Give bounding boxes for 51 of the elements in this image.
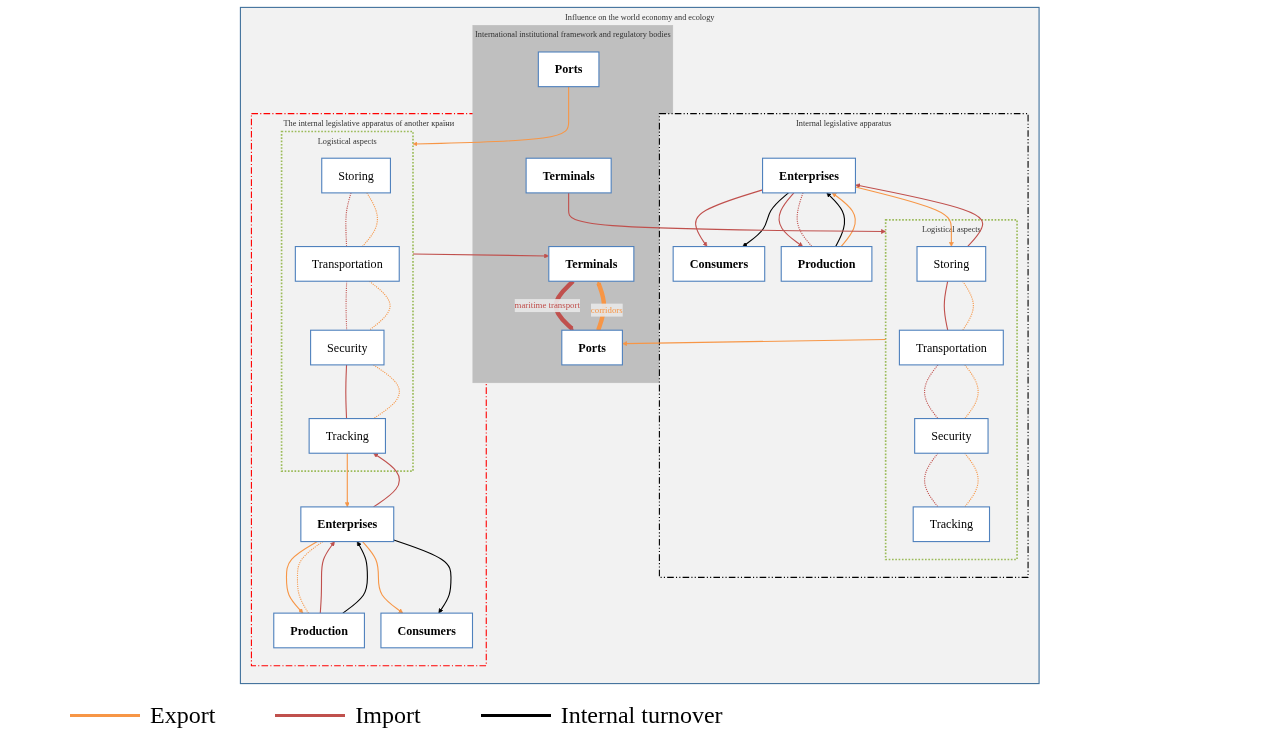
arrow	[855, 182, 983, 247]
node-box: Ports	[561, 329, 623, 365]
node-box: Storing	[320, 157, 391, 193]
edge-label: maritime transport	[514, 300, 580, 310]
arrow	[319, 540, 335, 614]
connector	[796, 191, 813, 247]
node-box: Production	[272, 612, 365, 648]
connector	[296, 540, 324, 614]
connector	[943, 280, 948, 331]
arrow	[553, 279, 575, 330]
node-box: Transportation	[898, 329, 1004, 365]
node-box: Tracking	[308, 417, 386, 454]
node-box: Terminals	[548, 245, 635, 282]
legend-label: Import	[355, 701, 421, 729]
node-box: Security	[309, 329, 385, 365]
node-box: Terminals	[525, 157, 612, 193]
legend-label: Internal turnover	[560, 701, 723, 729]
node-box: Enterprises	[761, 157, 856, 193]
node-box: Ports	[537, 50, 600, 87]
arrow	[344, 452, 350, 507]
node-box: Production	[780, 245, 873, 282]
node-box: Consumers	[672, 245, 765, 282]
arrow	[342, 540, 368, 614]
connector	[345, 191, 352, 247]
arrow	[412, 85, 569, 146]
arrow	[361, 540, 403, 613]
connector	[964, 363, 979, 419]
arrow	[778, 191, 803, 247]
node-box: Storing	[916, 245, 986, 282]
edge-label: corridors	[590, 304, 623, 314]
node-box: Security	[913, 417, 989, 454]
arrow	[412, 252, 549, 258]
connector	[345, 363, 347, 419]
node-box: Consumers	[380, 612, 473, 648]
connector	[361, 191, 378, 247]
node-box: Tracking	[912, 505, 990, 542]
arrow	[742, 191, 789, 247]
arrow	[694, 188, 763, 247]
node-box: Transportation	[294, 245, 400, 282]
connector	[923, 452, 939, 507]
arrow	[826, 192, 845, 247]
connector	[345, 280, 347, 331]
arrow	[567, 191, 886, 234]
connector	[964, 452, 979, 507]
node-box: Enterprises	[300, 505, 395, 542]
arrow	[372, 452, 400, 507]
arrow	[285, 540, 318, 613]
legend-label: Export	[150, 701, 216, 729]
arrow	[831, 192, 856, 247]
connector	[368, 280, 391, 331]
connector	[961, 280, 974, 331]
